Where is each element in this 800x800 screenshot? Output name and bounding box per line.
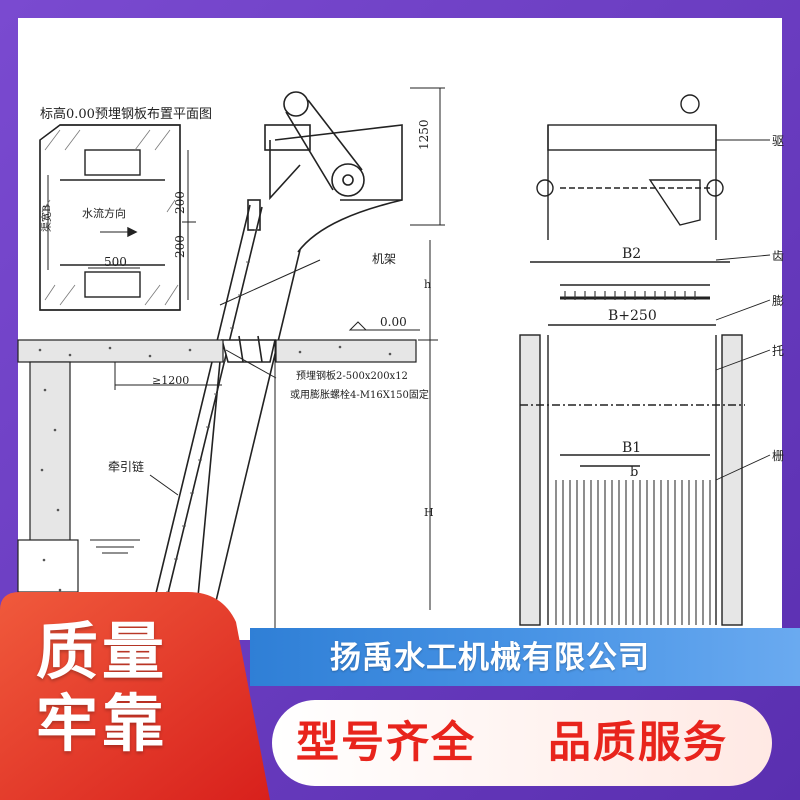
chain-label: 牵引链 [108,459,144,474]
plan-hatching [41,129,179,306]
plate-note-2: 或用膨胀螺栓4-M16X150固定 [290,388,429,401]
dim-500: 500 [104,255,127,269]
flow-direction-label: 水流方向 [82,206,126,220]
front-leaders [715,139,771,481]
side-label-3: 膨 [772,294,784,308]
slogan-part-2: 品质服务 [547,718,728,768]
dim-200-b: 200 [173,235,187,258]
dim-1200: ≥1200 [152,374,189,387]
slogan-pill [272,700,772,786]
slogan-part-1: 型号齐全 [296,718,476,768]
plan-view [39,124,196,311]
elevation-label: 0.00 [380,315,407,329]
dim-b: b [630,465,638,480]
slogan-text: 型号齐全 品质服务 [296,712,766,774]
dim-b2: B2 [622,246,641,262]
dim-b1: B1 [622,440,641,456]
h-small-label: h [424,278,431,291]
front-elevation [519,94,745,626]
channel-width-label: 渠宽B [40,205,53,232]
grating-bars [555,291,711,625]
dim-200-a: 200 [173,191,187,214]
quality-text: 质量 牢靠 [36,616,236,760]
frame-label: 机架 [372,252,396,266]
concrete-dots [38,345,392,592]
quality-line-2: 牢靠 [36,687,169,760]
side-label-1: 驱 [772,134,784,148]
side-label-2: 齿 [772,249,784,263]
plate-note-1: 预埋钢板2-500x200x12 [296,369,408,382]
quality-line-1: 质量 [36,615,169,688]
company-banner [250,628,800,686]
side-label-4: 托 [772,344,784,358]
dim-1250: 1250 [417,119,431,150]
quality-block [0,592,270,800]
company-name: 扬禹水工机械有限公司 [330,640,650,676]
dim-b250: B+250 [608,308,657,324]
side-dimensions [90,87,445,628]
plan-title: 标高0.00预埋钢板布置平面图 [40,106,212,122]
h-large-label: H [424,506,434,519]
side-label-5: 栅 [772,448,784,463]
concrete-structure [17,339,417,603]
